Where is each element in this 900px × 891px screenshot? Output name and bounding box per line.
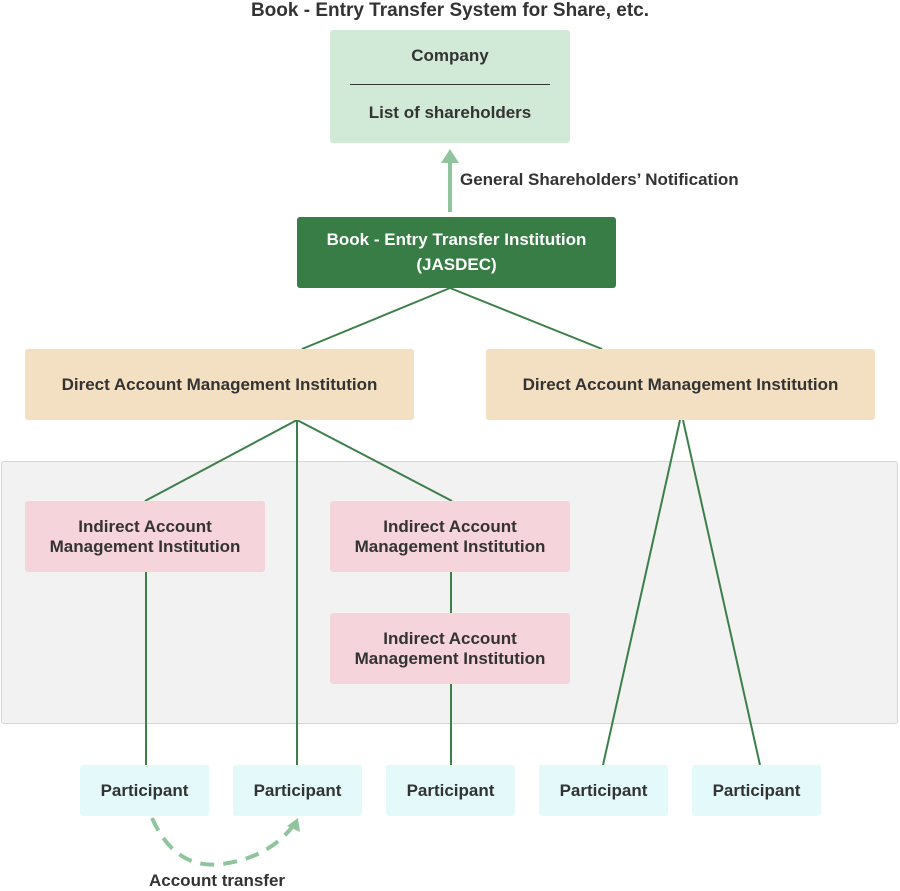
company-name: Company bbox=[411, 46, 489, 65]
indirect-institution-line1: Indirect Account bbox=[78, 516, 212, 536]
indirect-institution-1: Indirect Account Management Institution bbox=[25, 501, 265, 572]
participant-label: Participant bbox=[559, 780, 648, 800]
participant-1: Participant bbox=[80, 765, 209, 816]
jasdec-box: Book - Entry Transfer Institution (JASDE… bbox=[297, 217, 616, 288]
participant-label: Participant bbox=[253, 780, 342, 800]
jasdec-line1: Book - Entry Transfer Institution bbox=[326, 230, 587, 249]
diagram-title: Book - Entry Transfer System for Share, … bbox=[250, 0, 650, 21]
company-divider bbox=[350, 84, 550, 85]
account-transfer-label: Account transfer bbox=[149, 871, 286, 890]
company-box: Company List of shareholders bbox=[330, 30, 570, 143]
connector-direct1-indirect1 bbox=[144, 419, 298, 502]
participant-2: Participant bbox=[233, 765, 362, 816]
participant-3: Participant bbox=[386, 765, 515, 816]
participant-5: Participant bbox=[692, 765, 821, 816]
connector-direct2-participant5 bbox=[682, 419, 761, 766]
notification-arrow-head bbox=[441, 149, 459, 163]
indirect-institution-line2: Management Institution bbox=[354, 648, 546, 668]
account-transfer-arrowhead bbox=[287, 818, 300, 832]
direct-institution-2: Direct Account Management Institution bbox=[486, 349, 875, 420]
connector-jasdec-direct-1 bbox=[301, 287, 451, 350]
participant-label: Participant bbox=[406, 780, 495, 800]
participant-label: Participant bbox=[712, 780, 801, 800]
direct-institution-1: Direct Account Management Institution bbox=[25, 349, 414, 420]
participant-label: Participant bbox=[100, 780, 189, 800]
indirect-institution-3: Indirect Account Management Institution bbox=[330, 613, 570, 684]
indirect-institution-line2: Management Institution bbox=[354, 536, 546, 556]
indirect-institution-line1: Indirect Account bbox=[383, 628, 517, 648]
account-transfer-arrow bbox=[150, 817, 295, 867]
notification-label: General Shareholders’ Notification bbox=[460, 170, 739, 189]
direct-institution-label: Direct Account Management Institution bbox=[61, 374, 378, 394]
connector-direct2-participant4 bbox=[602, 419, 681, 766]
indirect-institution-line1: Indirect Account bbox=[383, 516, 517, 536]
indirect-institution-2: Indirect Account Management Institution bbox=[330, 501, 570, 572]
direct-institution-label: Direct Account Management Institution bbox=[522, 374, 839, 394]
jasdec-line2: (JASDEC) bbox=[416, 255, 497, 274]
participant-4: Participant bbox=[539, 765, 668, 816]
indirect-institution-line2: Management Institution bbox=[49, 536, 241, 556]
shareholder-list-label: List of shareholders bbox=[368, 103, 532, 122]
connector-jasdec-direct-2 bbox=[449, 287, 603, 350]
connector-direct1-indirect2 bbox=[296, 419, 453, 502]
